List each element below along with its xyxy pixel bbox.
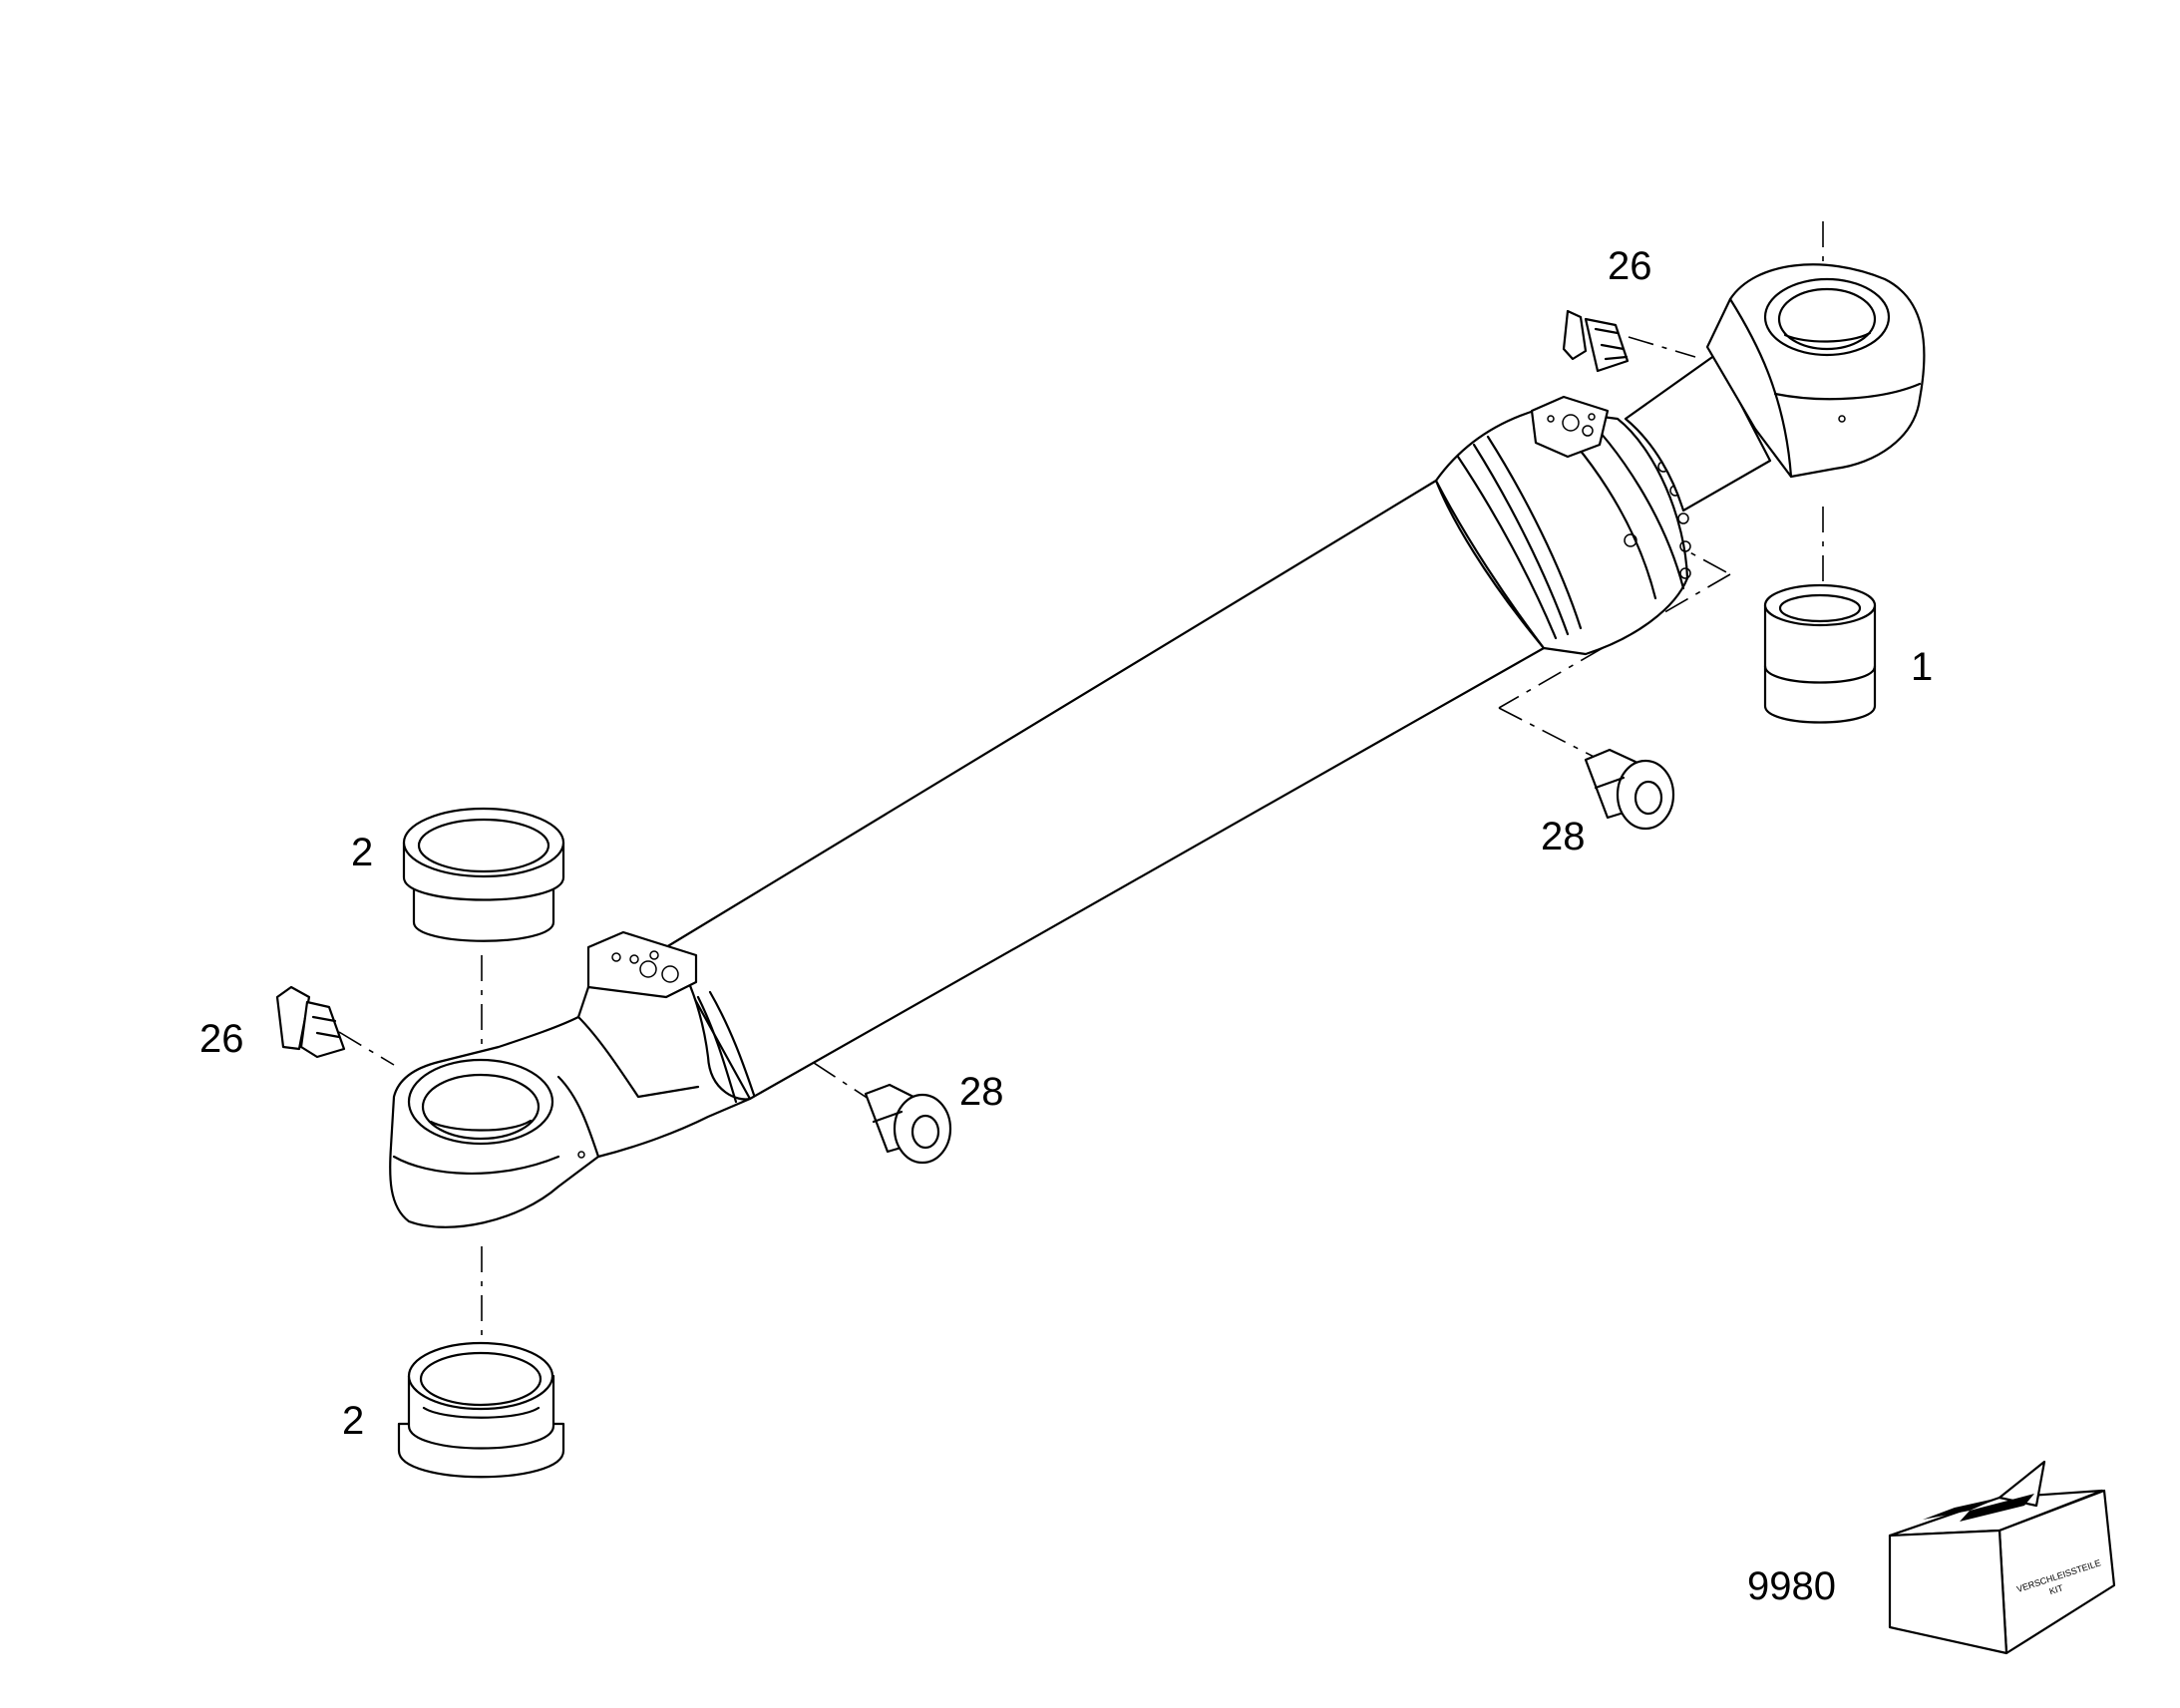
callout-28-middle: 28 [959, 1070, 1004, 1114]
callout-2-top: 2 [351, 831, 373, 874]
callout-9980: 9980 [1747, 1564, 1836, 1608]
callout-26-left: 26 [199, 1017, 244, 1061]
grease-nipple-26-left [275, 985, 346, 1059]
grease-nipple-26-top [1562, 309, 1630, 373]
callouts: 26 1 28 2 26 28 2 9980 [199, 244, 1933, 1608]
callout-26-top: 26 [1608, 244, 1652, 288]
callout-2-bottom: 2 [342, 1399, 364, 1443]
plug-28-middle [864, 1083, 952, 1165]
bushing-1 [1763, 583, 1877, 724]
bushing-2-bottom [397, 1341, 565, 1479]
bushing-2-top [402, 807, 565, 942]
cylinder-base-clevis [389, 930, 756, 1228]
rod-eye [1705, 263, 1926, 479]
cylinder-barrel [664, 479, 1546, 1101]
callout-1: 1 [1911, 645, 1933, 689]
wear-parts-kit-box: VERSCHLEISSTEILE KIT [1888, 1460, 2116, 1655]
kit-box-label-line2: KIT [2048, 1582, 2065, 1596]
plug-28-right [1584, 748, 1675, 831]
callout-28-right: 28 [1541, 815, 1586, 858]
